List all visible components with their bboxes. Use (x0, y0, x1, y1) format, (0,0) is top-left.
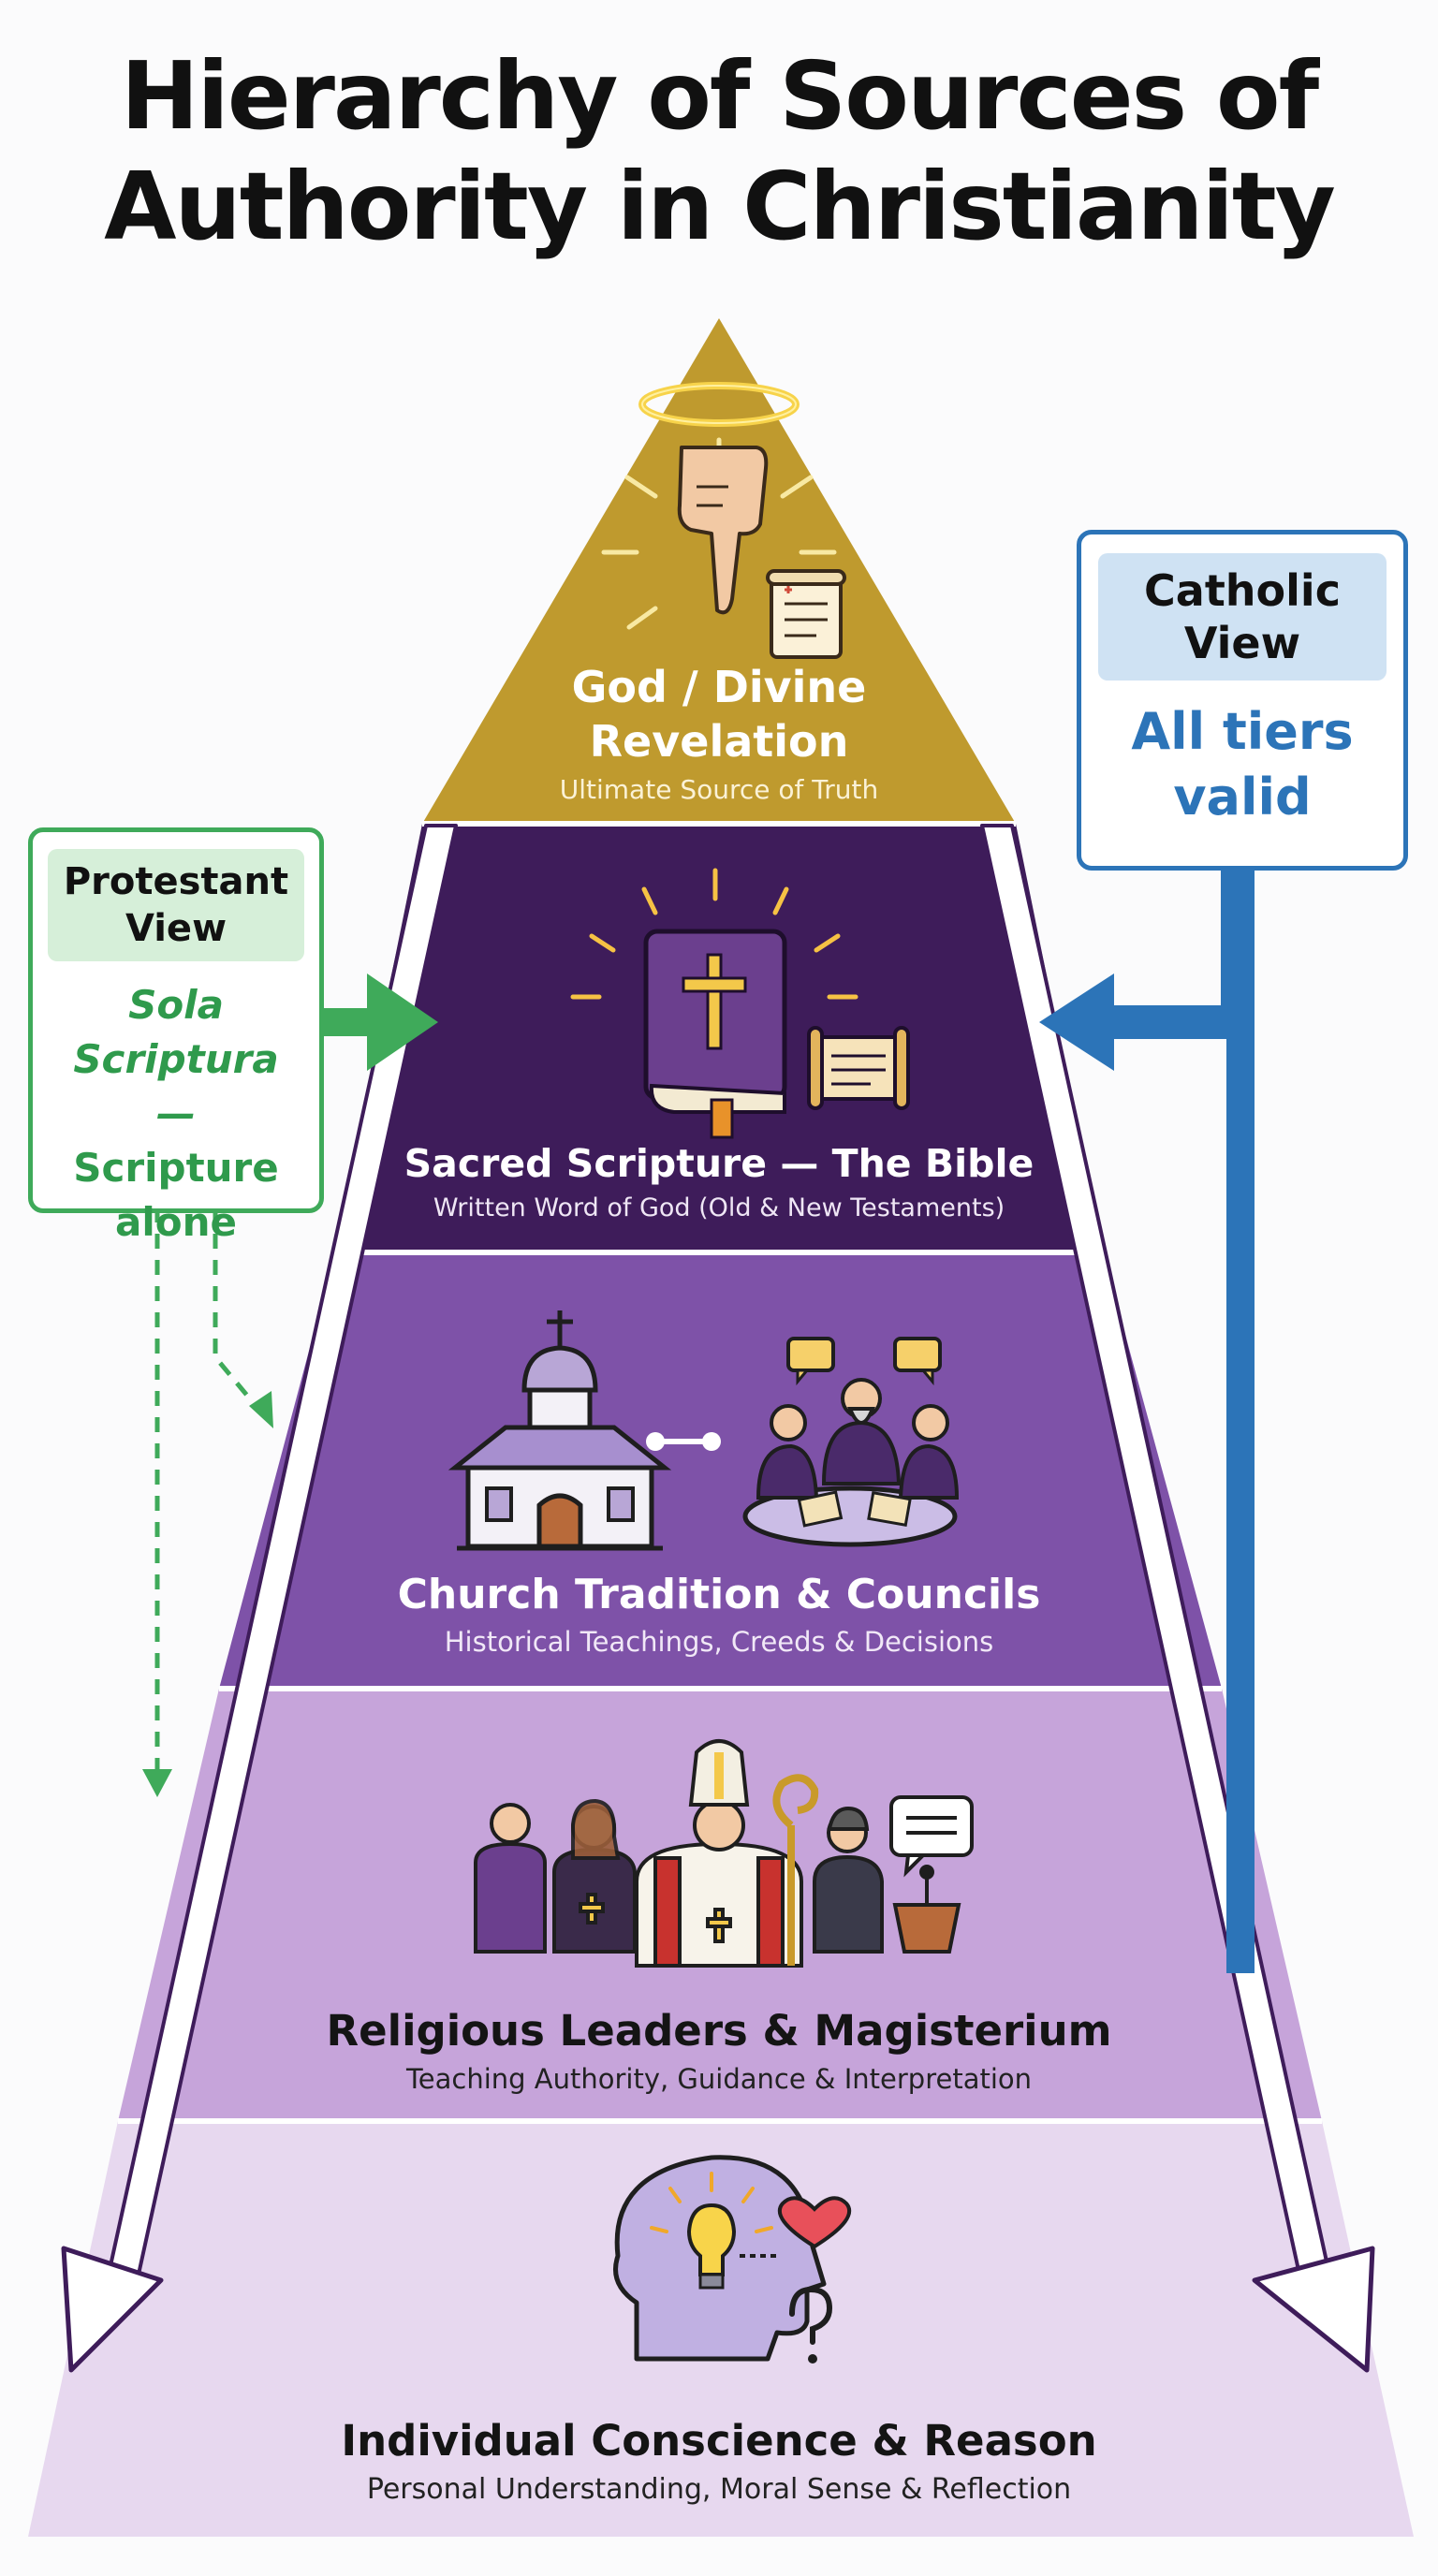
title-line-2: Authority in Christianity (104, 152, 1336, 261)
protestant-body-line-4: alone (115, 1199, 237, 1245)
protestant-arrow (320, 973, 438, 1071)
tier-conscience-title: Individual Conscience & Reason (341, 2416, 1097, 2466)
tier-tradition-label: Church Tradition & Councils Historical T… (298, 1568, 1140, 1658)
protestant-dashed-arrows (154, 1208, 264, 1769)
catholic-body-line-2: valid (1173, 768, 1312, 827)
tier-tradition-subtitle: Historical Teachings, Creeds & Decisions (444, 1626, 994, 1658)
protestant-body-line-3: Scripture (73, 1145, 279, 1191)
catholic-header-line-2: View (1183, 618, 1301, 668)
catholic-body-line-1: All tiers (1131, 702, 1354, 761)
head-lightbulb-icon (613, 2155, 852, 2364)
protestant-body-line-2: Scriptura — (73, 1036, 279, 1136)
tier-leaders-title: Religious Leaders & Magisterium (326, 2006, 1112, 2056)
protestant-header-line-1: Protestant (63, 860, 289, 903)
catholic-view-header: Catholic View (1098, 553, 1387, 681)
divine-hand-halo-icon (601, 382, 846, 659)
tier-conscience-label: Individual Conscience & Reason Personal … (131, 2413, 1307, 2506)
tier-god-label: God / Divine Revelation Ultimate Source … (485, 660, 953, 805)
tier-scripture-label: Sacred Scripture — The Bible Written Wor… (354, 1137, 1084, 1222)
protestant-view-header: Protestant View (48, 849, 304, 961)
dashed-arrowhead-down (142, 1769, 172, 1797)
tier-tradition-shape (219, 1252, 1222, 1689)
clergy-pope-icon (474, 1739, 974, 1968)
protestant-header-line-2: View (125, 907, 227, 950)
church-council-icon (448, 1310, 960, 1551)
tier-leaders-label: Religious Leaders & Magisterium Teaching… (234, 2003, 1204, 2095)
dashed-arrowhead-diag (249, 1391, 273, 1428)
tier-leaders-subtitle: Teaching Authority, Guidance & Interpret… (405, 2063, 1033, 2095)
catholic-arrow (1039, 871, 1255, 1973)
left-flow-arrow (61, 824, 458, 2373)
protestant-body-line-1: Sola (128, 982, 224, 1028)
catholic-view-box: Catholic View All tiers valid (1077, 530, 1408, 871)
tier-tradition-title: Church Tradition & Councils (397, 1571, 1041, 1618)
tier-conscience-subtitle: Personal Understanding, Moral Sense & Re… (366, 2473, 1072, 2506)
protestant-view-box: Protestant View Sola Scriptura — Scriptu… (28, 827, 324, 1245)
protestant-view-body: Sola Scriptura — Scripture alone (48, 978, 304, 1250)
title-line-1: Hierarchy of Sources of (120, 41, 1319, 151)
bible-scroll-icon (570, 868, 910, 1139)
tier-scripture-subtitle: Written Word of God (Old & New Testament… (433, 1193, 1005, 1222)
tier-god-title-line-1: God / Divine (571, 662, 867, 712)
catholic-header-line-1: Catholic (1144, 565, 1341, 616)
tier-scripture-title: Sacred Scripture — The Bible (404, 1141, 1034, 1186)
tier-god-subtitle: Ultimate Source of Truth (559, 774, 879, 805)
page-title: Hierarchy of Sources of Authority in Chr… (0, 41, 1438, 262)
tier-separators (118, 821, 1322, 2124)
tier-god-title-line-2: Revelation (589, 716, 849, 767)
catholic-view-body: All tiers valid (1098, 699, 1387, 830)
